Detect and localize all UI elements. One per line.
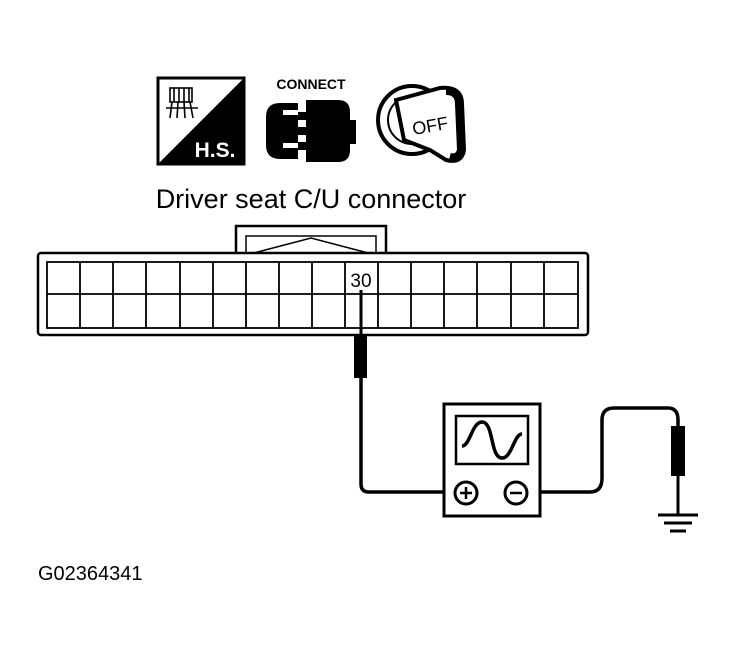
oscilloscope (442, 402, 542, 518)
driver-seat-connector: 30 (36, 224, 590, 337)
figure-id: G02364341 (38, 563, 143, 585)
harness-side-icon: H.S. (156, 76, 246, 166)
connect-icon: CONNECT (266, 76, 356, 162)
hs-label: H.S. (195, 139, 236, 162)
harness-connector-sketch (166, 87, 198, 119)
terminal-number: 30 (350, 271, 371, 292)
positive-lead-wire (359, 378, 456, 494)
negative-lead-wire (531, 406, 680, 494)
ground-symbol-icon (658, 513, 698, 533)
connector-title: Driver seat C/U connector (156, 184, 467, 214)
positive-terminal-icon (453, 480, 479, 506)
connect-label: CONNECT (276, 76, 346, 92)
positive-probe (354, 290, 367, 378)
negative-terminal-icon (503, 480, 529, 506)
connector-cavity-grid (46, 261, 579, 329)
ignition-off-icon: OFF (376, 84, 467, 163)
ground-probe (671, 426, 685, 514)
waveform-icon (461, 420, 523, 460)
